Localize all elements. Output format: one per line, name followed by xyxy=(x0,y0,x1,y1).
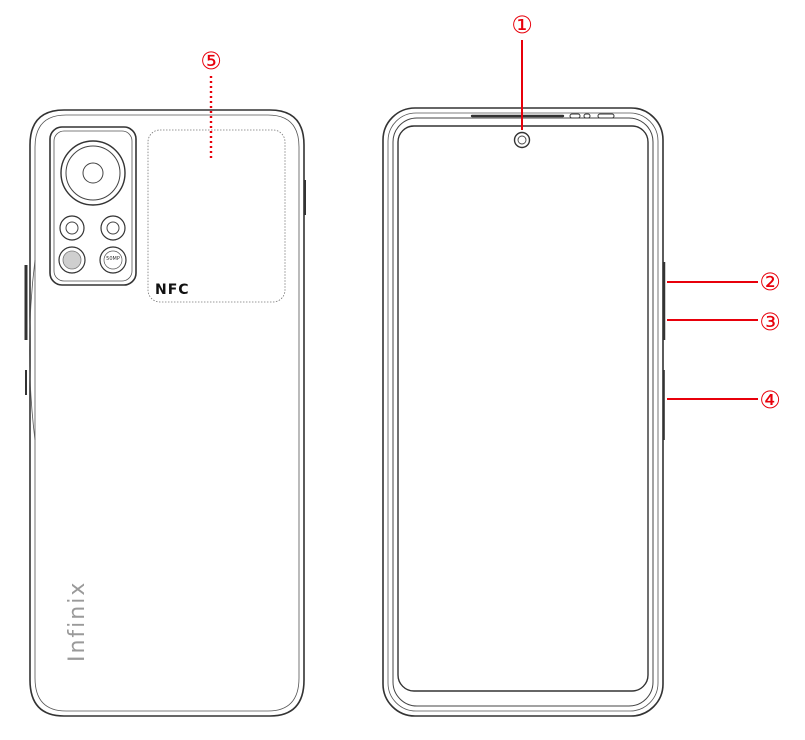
callout-1: ① xyxy=(511,11,533,130)
flash-indicator-icon xyxy=(597,113,615,119)
depth-lens-icon xyxy=(100,215,126,241)
nfc-label: NFC xyxy=(155,282,190,298)
camera-module: 50MP xyxy=(49,126,137,286)
callout-3: ③ xyxy=(667,308,781,336)
front-screen xyxy=(397,125,649,692)
secondary-lens-icon xyxy=(59,215,85,241)
sensor-icon-2 xyxy=(583,113,591,119)
front-camera-icon xyxy=(513,131,531,149)
callout-5: ⑤ xyxy=(200,47,222,160)
back-body-inner-edge xyxy=(34,114,300,712)
lens-label: 50MP xyxy=(106,256,120,262)
phone-front-view xyxy=(382,107,666,717)
flash-icon xyxy=(58,246,86,274)
callout-label-3: ③ xyxy=(759,308,781,336)
callout-label-5: ⑤ xyxy=(200,47,222,75)
callout-label-2: ② xyxy=(759,268,781,296)
brand-logo-text: Infinix xyxy=(65,581,90,662)
front-body-outline xyxy=(382,107,664,717)
sensor-icon xyxy=(569,113,581,119)
main-camera-lens-icon xyxy=(60,140,126,206)
callout-label-1: ① xyxy=(511,11,533,39)
nfc-area xyxy=(147,129,286,303)
callout-label-4: ④ xyxy=(759,386,781,414)
callout-4: ④ xyxy=(667,386,781,414)
back-side-contour xyxy=(29,259,36,441)
megapixel-badge-icon: 50MP xyxy=(99,246,127,274)
phone-back-view: 50MP NFC Infinix xyxy=(24,109,306,717)
back-body-outline xyxy=(29,109,305,717)
callout-2: ② xyxy=(667,268,781,296)
front-bezel xyxy=(392,117,654,707)
front-body-inner-edge xyxy=(387,112,659,712)
